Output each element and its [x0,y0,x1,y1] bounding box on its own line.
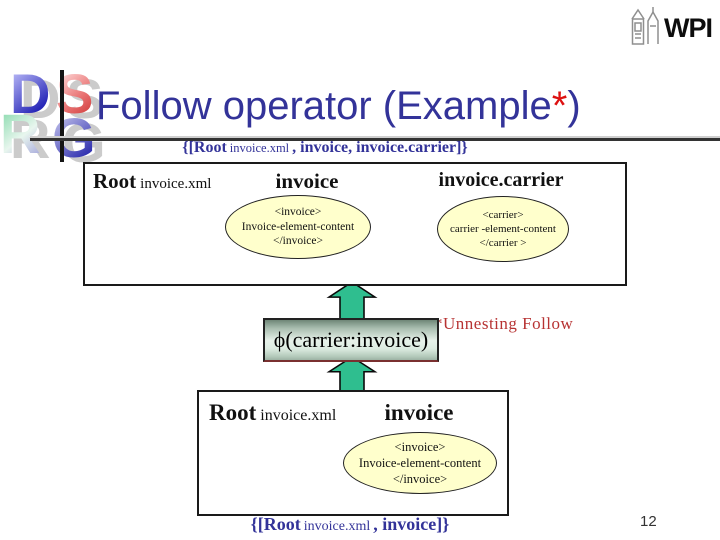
annotation-bottom-file: invoice.xml [303,519,371,534]
top-column-invoice: invoice [275,169,339,193]
title-close-paren: ) [567,84,581,128]
operator-label: ϕ(carrier:invoice) [273,327,429,352]
wpi-wordmark: WPI [664,12,713,43]
annotation-bottom-open: {[Root [250,514,301,534]
xml-close-tag: </invoice> [272,235,323,248]
invoice-element-ellipse-bottom: <invoice> Invoice-element-content </invo… [343,432,497,494]
wpi-logo: WPI [630,6,713,50]
annotation-top-close: , invoice, invoice.carrier]} [292,139,468,156]
root-file: invoice.xml [140,176,212,192]
invoice-element-ellipse: <invoice> Invoice-element-content </invo… [225,195,371,259]
xml-close-tag: </carrier > [479,237,527,250]
bottom-root-label: Root invoice.xml [209,400,336,426]
top-root-label: Root invoice.xml [93,169,211,194]
logo-letter-shadow: D [20,71,60,127]
xml-content: Invoice-element-content [358,455,482,470]
unnesting-follow-note: *Unnesting Follow [434,314,574,333]
follow-operator-box: ϕ(carrier:invoice) [263,318,439,362]
wpi-tower-icon [631,7,659,45]
annotation-top-file: invoice.xml [229,141,290,155]
title-text: Follow operator (Example [96,84,552,128]
up-arrow-top [326,281,378,319]
title-asterisk: * [551,84,568,128]
root-keyword: Root [93,169,137,193]
root-file: invoice.xml [260,407,337,424]
root-keyword: Root [209,400,257,425]
logo-letter-shadow: G [62,115,106,171]
carrier-element-ellipse: <carrier> carrier -element-content </car… [437,196,569,262]
xml-content: carrier -element-content [450,222,556,235]
xml-open-tag: <invoice> [274,205,322,218]
xml-open-tag: <carrier> [482,208,524,221]
top-column-invoice-carrier: invoice.carrier [438,169,564,191]
logo-letter-shadow: S [66,71,103,127]
logo-cross-vertical-bar [60,70,64,162]
xml-close-tag: </invoice> [392,472,448,487]
slide-title: Follow operator (Example*) [96,84,581,129]
bottom-state-box: Root invoice.xml invoice <invoice> Invoi… [197,390,509,516]
page-number: 12 [640,513,657,530]
logo-letter-d: D [10,62,51,125]
up-arrow-bottom [326,356,378,393]
annotation-bottom-close: , invoice]} [373,514,450,534]
title-underline [30,136,720,141]
xml-open-tag: <invoice> [394,439,446,454]
xml-content: Invoice-element-content [241,220,355,233]
bottom-column-invoice: invoice [384,400,454,425]
top-state-box: Root invoice.xml invoice invoice.carrier… [83,162,627,286]
annotation-top-open: {[Root [182,139,227,156]
logo-letter-r: R [0,102,41,165]
